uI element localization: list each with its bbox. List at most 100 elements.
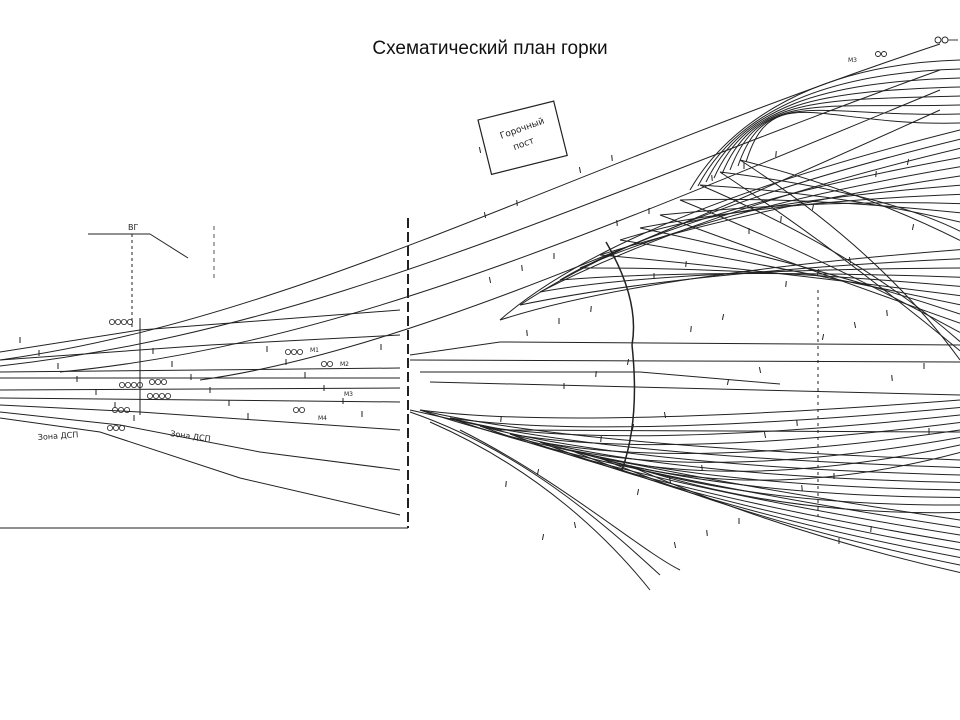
- fan-track-upper: [579, 267, 960, 287]
- signal-lamp: [298, 406, 305, 413]
- fan-track-top: [705, 77, 960, 183]
- track-tick: [636, 488, 640, 496]
- fan-track-upper: [739, 159, 960, 361]
- zone-dsp-left-label: Зона ДСП: [38, 430, 79, 442]
- track-tick: [911, 223, 915, 231]
- fan-track-lower: [419, 399, 960, 419]
- signal-vg: ВГ: [88, 223, 189, 330]
- fan-track-upper: [699, 184, 960, 223]
- track-tick: [541, 533, 545, 541]
- track-tick: [726, 378, 730, 386]
- track-tick: [516, 199, 518, 207]
- track-tick: [663, 411, 667, 419]
- track-tick: [801, 484, 803, 492]
- fan-track-lower: [509, 433, 960, 483]
- track-tick: [626, 358, 630, 366]
- track-tick: [690, 325, 692, 333]
- retarder-boundary-lower: [621, 344, 636, 471]
- lead-track-lower: [429, 421, 651, 591]
- signal-lamp: [290, 348, 297, 355]
- signal-lamp: [118, 406, 125, 413]
- track-ticks: [19, 146, 930, 549]
- central-track: [409, 341, 960, 356]
- signal-lamp: [154, 378, 161, 385]
- track-tick: [886, 309, 888, 317]
- signal-m4-label: М4: [318, 415, 327, 422]
- track-tick: [526, 329, 528, 337]
- track-tick: [906, 158, 910, 166]
- retarder-boundary-upper: [605, 241, 635, 346]
- fan-track-upper: [619, 239, 960, 306]
- light-signals: [107, 318, 333, 431]
- throat-track: [0, 387, 401, 391]
- signal-lamp: [152, 392, 159, 399]
- slide-title: Схематический план горки: [372, 38, 608, 59]
- track-tick: [763, 431, 767, 439]
- signal-lamp: [160, 378, 167, 385]
- fan-track-upper: [679, 199, 960, 333]
- fan-track-top: [745, 111, 960, 163]
- track-tick: [811, 203, 815, 211]
- fan-track-upper: [599, 175, 960, 256]
- track-tick: [595, 370, 597, 378]
- track-tick: [685, 260, 687, 268]
- signal-lamp: [112, 406, 119, 413]
- fan-track-upper: [559, 273, 960, 281]
- fan-track-lower: [509, 422, 960, 446]
- fan-track-upper: [739, 159, 960, 241]
- signal-lamp: [292, 406, 299, 413]
- signal-m3-label: М3: [344, 391, 353, 398]
- central-track: [409, 359, 960, 363]
- track-tick: [483, 211, 487, 219]
- signal-lamp: [148, 378, 155, 385]
- fan-track-top: [697, 68, 960, 187]
- fan-track-top: [737, 109, 960, 167]
- signal-lamp: [326, 360, 333, 367]
- fan-track-lower: [509, 433, 960, 543]
- throat-track: [0, 417, 401, 516]
- track-tick: [521, 264, 523, 272]
- track-tick: [668, 476, 672, 484]
- fan-track-lower: [419, 409, 960, 521]
- signal-vg-label: ВГ: [128, 223, 138, 232]
- track-tick: [706, 529, 708, 537]
- track-tick: [488, 276, 492, 284]
- signal-lamp: [158, 392, 165, 399]
- fan-track-lower: [599, 457, 960, 566]
- fan-track-lower: [479, 414, 960, 437]
- fan-track-top: [729, 104, 960, 171]
- zone-dsp-mid-label: Зона ДСП: [170, 429, 211, 444]
- track-tick: [536, 468, 540, 476]
- track-tick: [785, 280, 787, 288]
- fan-track-upper: [659, 202, 960, 216]
- signal-lamp: [119, 381, 126, 388]
- fan-track-lower: [449, 407, 960, 428]
- fan-track-lower: [569, 449, 960, 558]
- signal-lamp: [296, 348, 303, 355]
- signal-lamp: [130, 381, 137, 388]
- signal-m2-label: М2: [340, 361, 349, 368]
- fan-track-lower: [539, 441, 960, 551]
- central-track: [429, 381, 960, 396]
- signal-lamp: [125, 381, 132, 388]
- signal-lamp: [146, 392, 153, 399]
- track-tick: [775, 150, 777, 158]
- fan-track-top: [721, 95, 960, 175]
- fan-track-lower: [479, 425, 960, 476]
- fan-track-upper: [579, 166, 960, 269]
- throat-track: [0, 397, 401, 403]
- fan-track-upper: [499, 249, 960, 321]
- fan-track-lower: [569, 437, 960, 463]
- signal-lamp: [113, 424, 120, 431]
- signal-lamp: [124, 406, 131, 413]
- fan-track-upper: [699, 184, 960, 342]
- track-lines: [0, 43, 960, 591]
- signal-lamp: [115, 318, 122, 325]
- track-tick: [711, 174, 713, 182]
- fan-track-lower: [539, 429, 960, 455]
- fan-track-top: [689, 59, 960, 191]
- lead-track-upper: [0, 43, 941, 361]
- fan-track-upper: [679, 198, 960, 214]
- signal-lamp: [284, 348, 291, 355]
- lead-track-upper: [199, 109, 941, 381]
